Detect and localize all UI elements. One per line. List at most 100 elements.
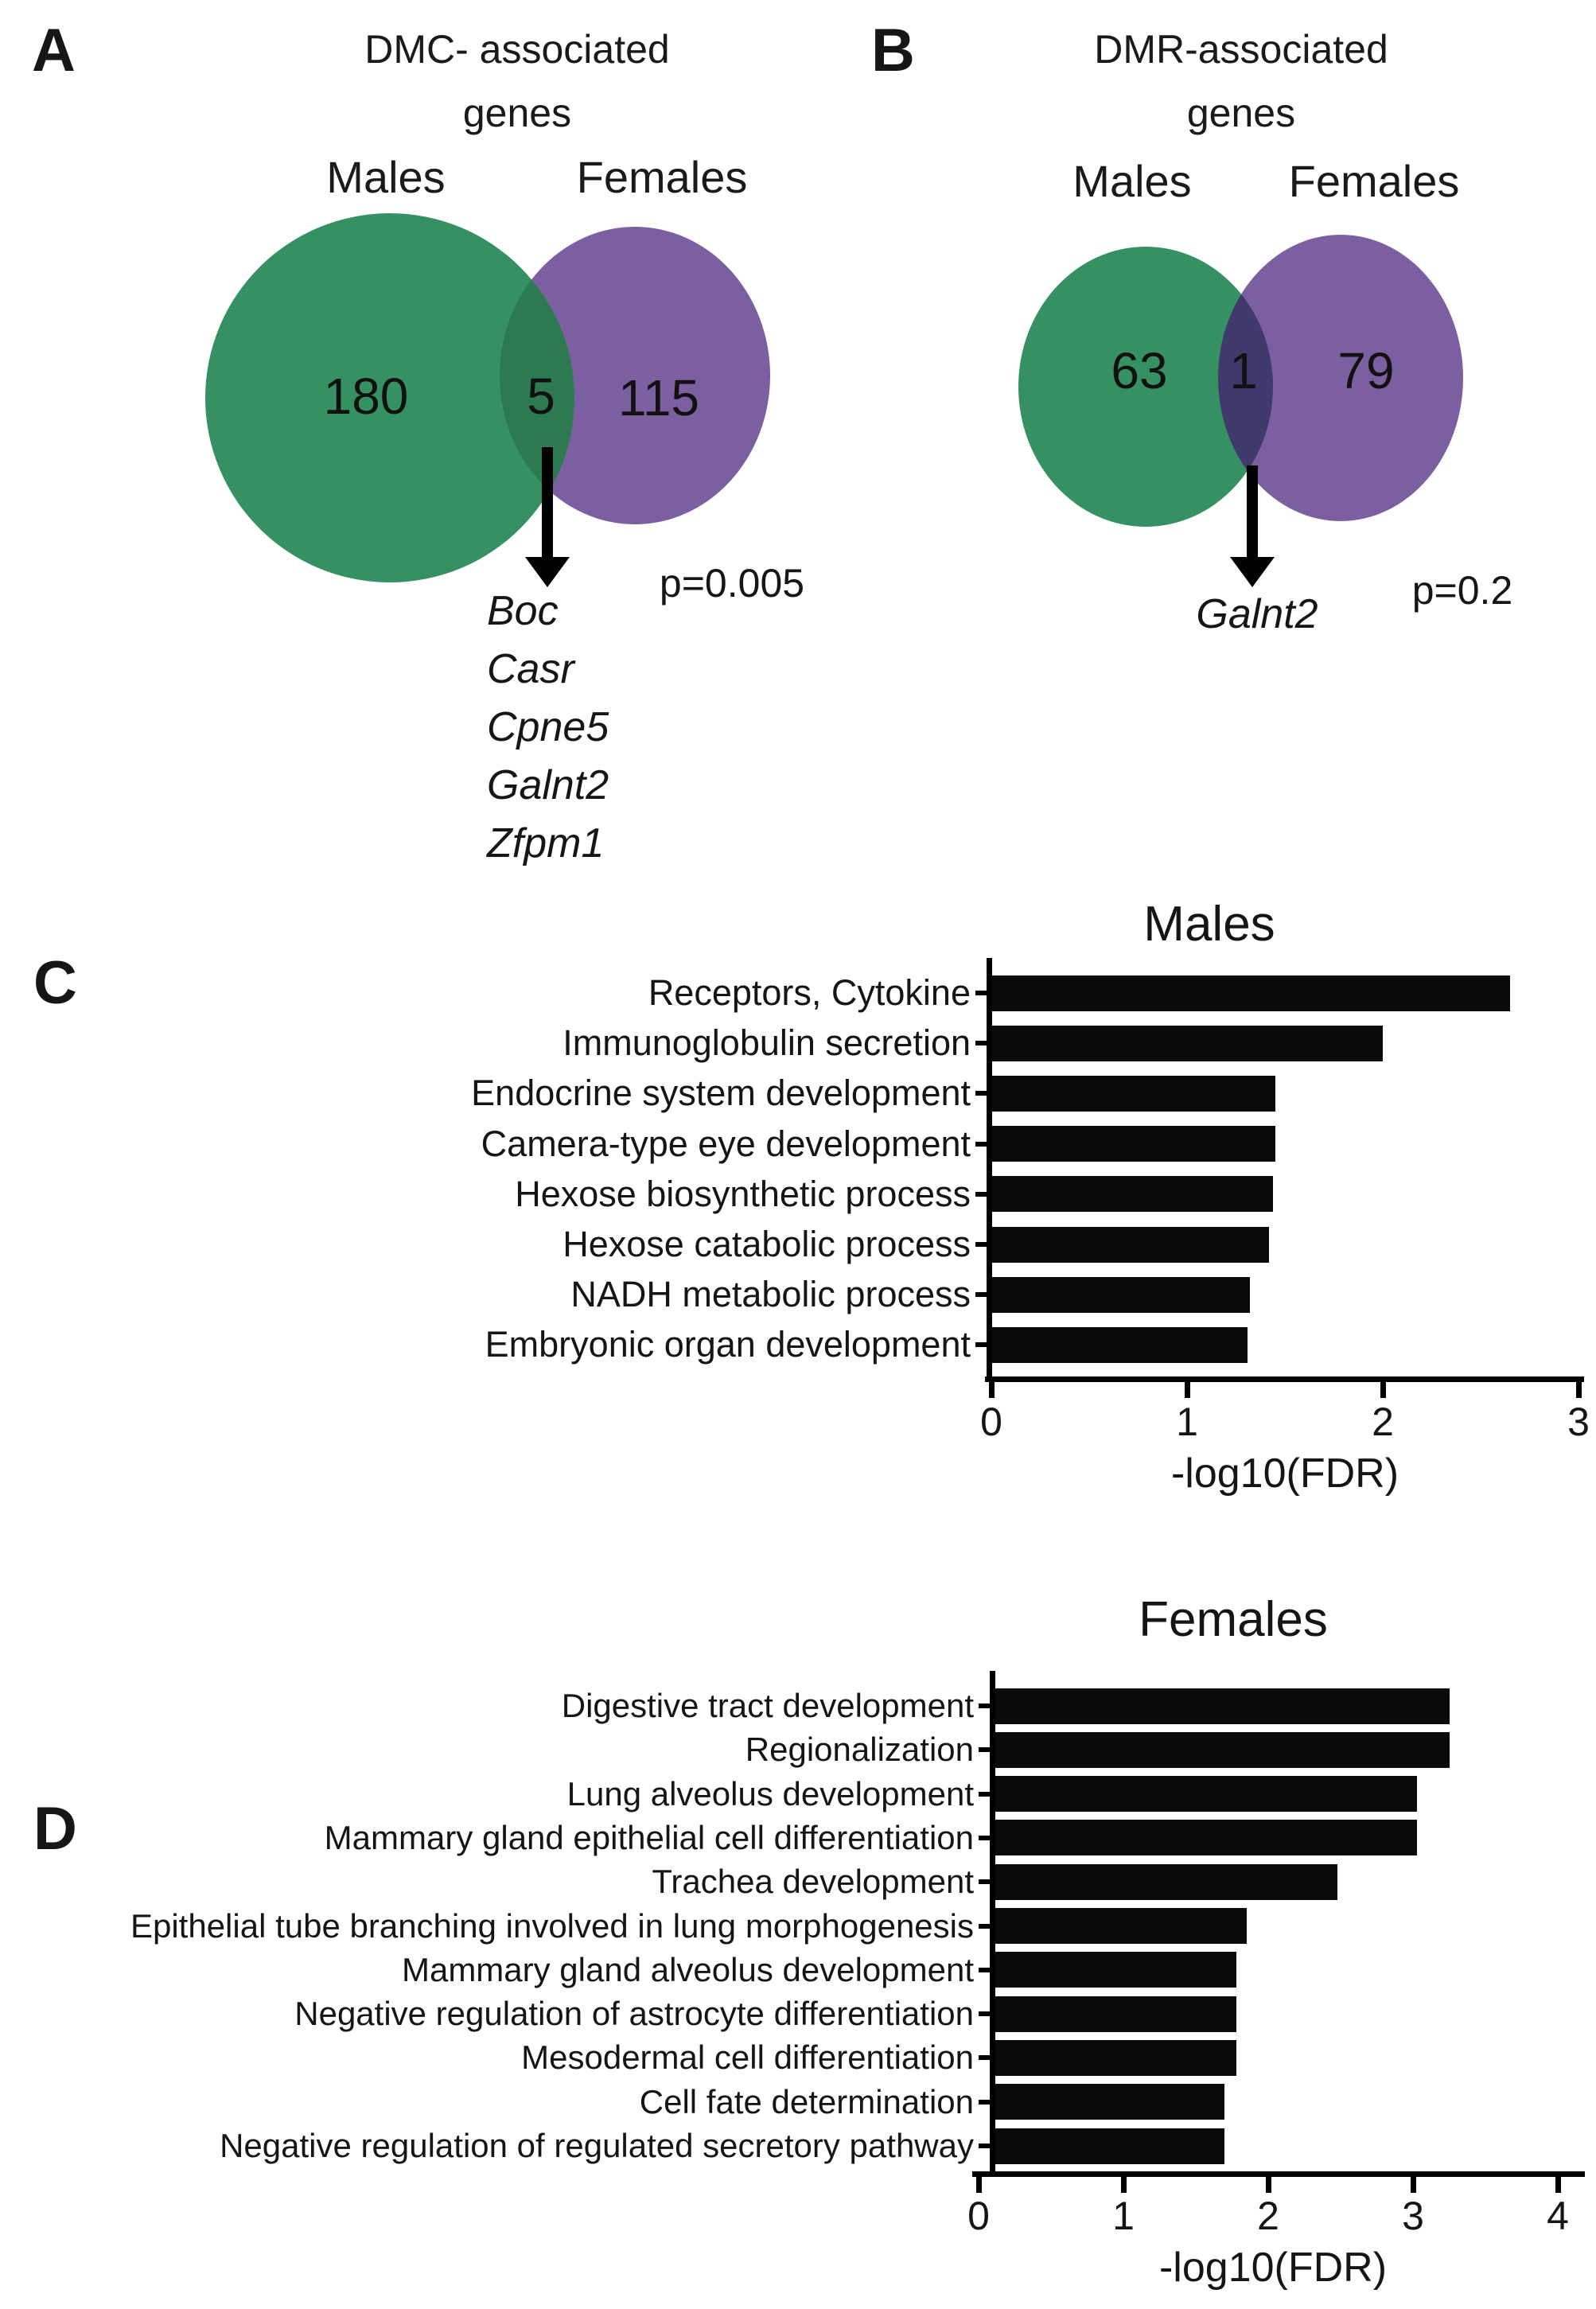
venn-a-males-circle: [205, 213, 574, 582]
x-tick: [989, 1382, 995, 1398]
panel-b-males-label: Males: [1072, 156, 1192, 206]
category-label: Hexose catabolic process: [562, 1224, 971, 1264]
panel-a-p-value: p=0.005: [659, 561, 805, 605]
panel-a-title-line1: DMC- associated: [364, 27, 670, 72]
category-tick: [975, 1191, 987, 1197]
bar: [995, 1952, 1236, 1988]
x-tick: [1266, 2177, 1271, 2193]
y-axis: [990, 1671, 995, 2177]
panel-b-title-line2: genes: [1186, 91, 1296, 135]
x-tick-label: 1: [1112, 2194, 1135, 2238]
x-tick-label: 3: [1567, 1400, 1590, 1444]
x-axis: [972, 2171, 1585, 2177]
category-tick: [979, 2055, 990, 2061]
x-tick: [976, 2177, 982, 2193]
bar: [995, 1996, 1236, 2032]
panel-b-title: DMR-associated genes: [995, 18, 1488, 145]
bar: [995, 1820, 1418, 1856]
category-tick: [975, 1292, 987, 1298]
x-tick-label: 0: [967, 2194, 990, 2238]
x-tick-label: 2: [1372, 1400, 1394, 1444]
x-tick-label: 1: [1176, 1400, 1198, 1444]
venn-b-males-count: 63: [1111, 342, 1168, 399]
bar: [995, 1776, 1418, 1813]
panel-c-letter: C: [33, 949, 77, 1017]
venn-a-overlap-count: 5: [527, 368, 555, 425]
venn-b-arrow-head: [1230, 557, 1275, 587]
x-tick: [1380, 1382, 1386, 1398]
x-tick-label: 3: [1402, 2194, 1424, 2238]
panel-b-p-value: p=0.2: [1411, 568, 1513, 613]
category-label: Hexose biosynthetic process: [515, 1173, 971, 1214]
venn-a-diagram: [205, 213, 770, 587]
x-tick: [1576, 1382, 1582, 1398]
x-tick-label: 4: [1547, 2194, 1569, 2238]
category-tick: [979, 1967, 990, 1972]
category-label: Immunoglobulin secretion: [562, 1022, 971, 1064]
venn-a-females-count: 115: [617, 369, 700, 426]
x-axis-title: -log10(FDR): [1158, 2245, 1388, 2291]
panel-b-females-label: Females: [1288, 156, 1460, 206]
category-tick: [979, 1879, 990, 1885]
bar: [995, 1688, 1450, 1724]
x-tick: [1185, 1382, 1190, 1398]
bar: [992, 1075, 1275, 1112]
category-tick: [975, 1041, 987, 1046]
category-label: Mesodermal cell differentiation: [521, 2038, 974, 2077]
category-label: Mammary gland epithelial cell differenti…: [324, 1818, 974, 1856]
bar: [995, 1863, 1338, 1900]
bar: [995, 2039, 1236, 2076]
category-label: Trachea development: [652, 1863, 974, 1901]
category-tick: [975, 1091, 987, 1096]
category-tick: [975, 1342, 987, 1348]
category-tick: [979, 1704, 990, 1708]
category-tick: [979, 2011, 990, 2017]
x-axis-title: -log10(FDR): [1170, 1450, 1399, 1497]
bar: [992, 1226, 1270, 1263]
bar: [992, 1176, 1274, 1213]
category-label: Cell fate determination: [639, 2082, 974, 2120]
bar: [992, 1276, 1250, 1313]
bar: [992, 975, 1510, 1011]
gene-name: Zfpm1: [487, 820, 605, 866]
category-label: Embryonic organ development: [485, 1324, 971, 1365]
bar: [995, 1908, 1247, 1944]
x-tick-label: 0: [980, 1400, 1002, 1444]
category-label: NADH metabolic process: [570, 1274, 971, 1315]
panel-b-title-line1: DMR-associated: [1094, 27, 1388, 72]
x-tick: [1411, 2177, 1416, 2193]
venn-b-males-circle: [1018, 247, 1273, 527]
panel-d-letter: D: [33, 1795, 77, 1863]
bar: [995, 2084, 1225, 2120]
x-tick: [1555, 2177, 1561, 2193]
category-tick: [979, 1923, 990, 1929]
panel-a-males-label: Males: [326, 152, 446, 202]
bar: [992, 1025, 1383, 1061]
bar: [992, 1326, 1248, 1363]
bar: [995, 1731, 1450, 1768]
panel-b-overlap-gene: Galnt2: [1196, 591, 1318, 637]
bar: [992, 1126, 1275, 1162]
y-axis: [987, 958, 992, 1382]
venn-b-arrow-shaft: [1247, 465, 1258, 557]
category-tick: [979, 1747, 990, 1753]
x-tick-label: 2: [1257, 2194, 1279, 2238]
category-tick: [979, 2144, 990, 2148]
venn-b-females-count: 79: [1337, 342, 1395, 399]
venn-a-females-circle: [500, 227, 770, 524]
venn-b-diagram: [1018, 235, 1463, 587]
category-tick: [979, 1835, 990, 1840]
category-label: Negative regulation of regulated secreto…: [220, 2127, 974, 2164]
panel-a-title: DMC- associated genes: [271, 18, 764, 145]
gene-name: Cpne5: [487, 704, 609, 750]
x-axis: [985, 1376, 1584, 1382]
venn-a-arrow-shaft: [542, 447, 553, 559]
venn-a-males-count: 180: [323, 368, 409, 425]
category-label: Regionalization: [745, 1731, 974, 1769]
chart-title: Males: [1143, 897, 1275, 952]
category-tick: [975, 1141, 987, 1147]
category-label: Mammary gland alveolus development: [401, 1950, 974, 1988]
chart-title: Females: [1139, 1592, 1328, 1647]
